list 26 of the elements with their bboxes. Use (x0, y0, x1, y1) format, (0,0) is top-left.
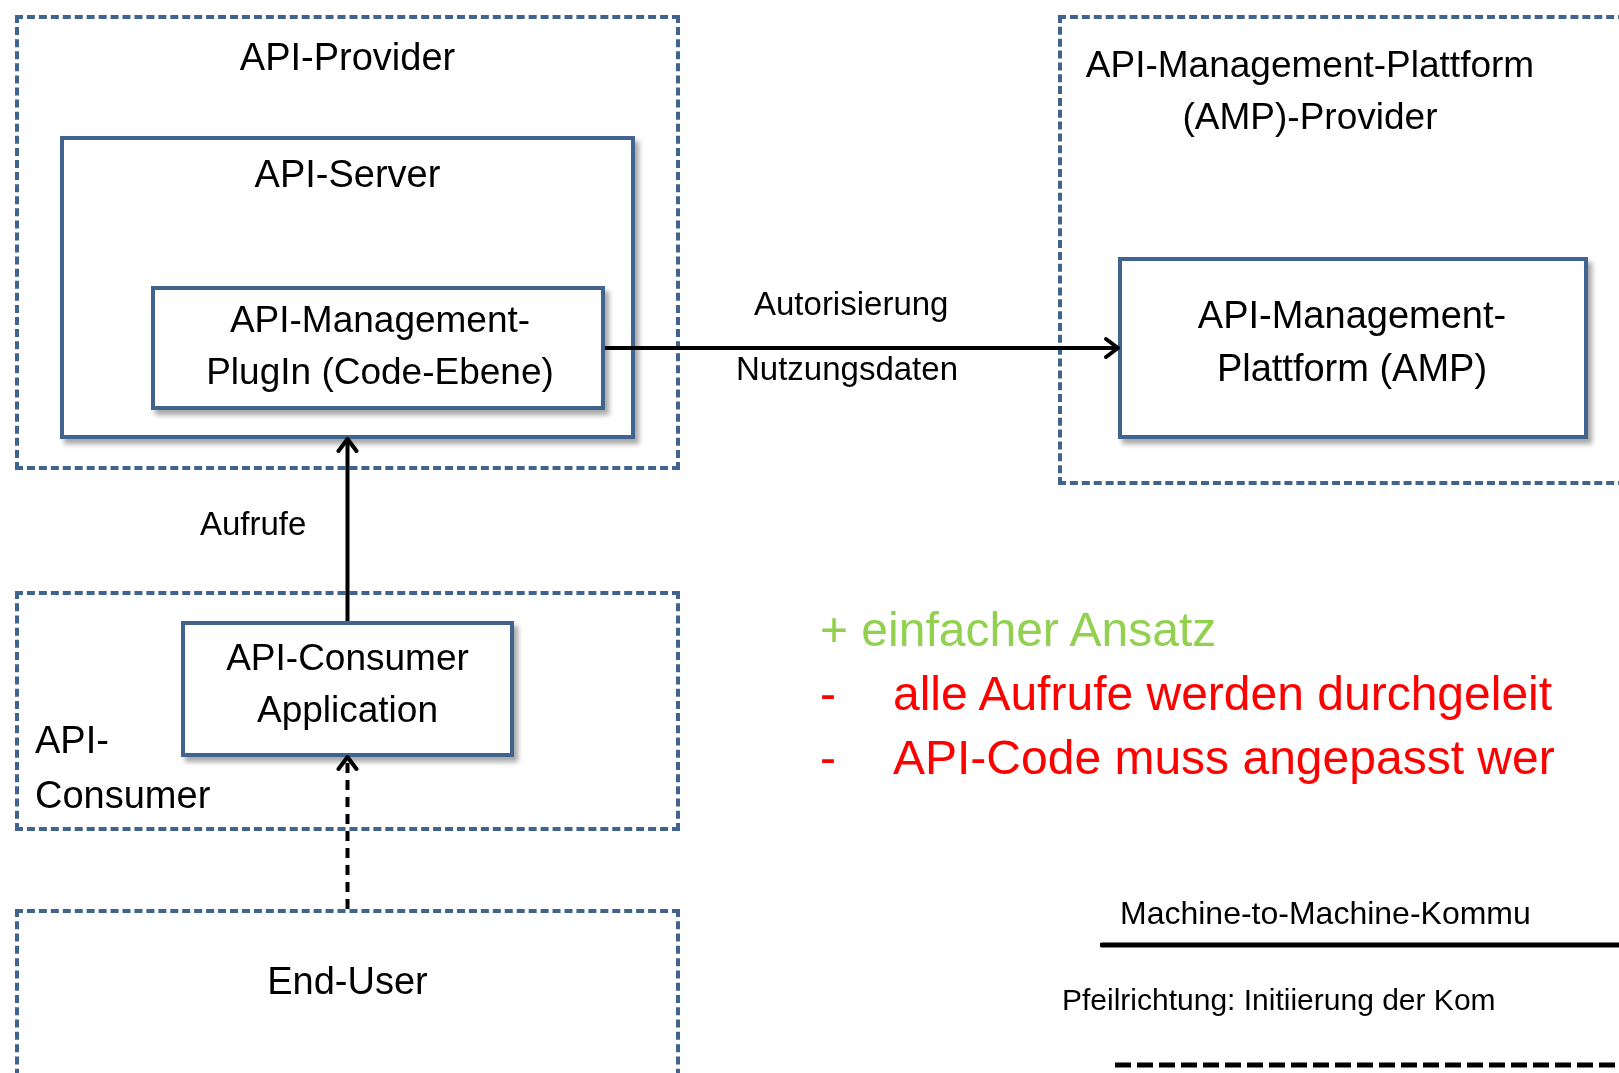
con-note: API-Code muss angepasst wer (893, 730, 1555, 785)
node-label: API-Consumer Application (225, 636, 470, 732)
node-label: End-User (266, 959, 429, 1004)
platform-box (1118, 257, 1588, 439)
node-label: API-Consumer (35, 717, 212, 818)
arrow (336, 437, 359, 621)
legend-label: Machine-to-Machine-Kommu (1120, 895, 1531, 932)
application-box (181, 621, 514, 757)
server-box (60, 136, 635, 439)
node-label: API-Management-Plattform (AMP)-Provider (1084, 43, 1536, 139)
plugin-box (151, 286, 605, 410)
legend-note: Pfeilrichtung: Initiierung der Kom (1062, 983, 1496, 1017)
consumer-group (15, 591, 680, 831)
arrow-note: Nutzungsdaten (736, 350, 958, 388)
arrow (605, 337, 1120, 359)
bullet-dash: - (820, 730, 836, 785)
pro-note: + einfacher Ansatz (820, 602, 1217, 657)
provider-group (15, 15, 680, 470)
node-label: API-Provider (238, 35, 457, 80)
arrow (336, 755, 359, 909)
node-label: API-Management-Plattform (AMP) (1196, 293, 1508, 392)
bullet-dash: - (820, 666, 836, 721)
user-group (15, 909, 680, 1073)
node-label: API-Management-PlugIn (Code-Ebene) (205, 298, 555, 394)
con-note: alle Aufrufe werden durchgeleit (893, 666, 1553, 721)
node-label: API-Server (253, 152, 442, 197)
